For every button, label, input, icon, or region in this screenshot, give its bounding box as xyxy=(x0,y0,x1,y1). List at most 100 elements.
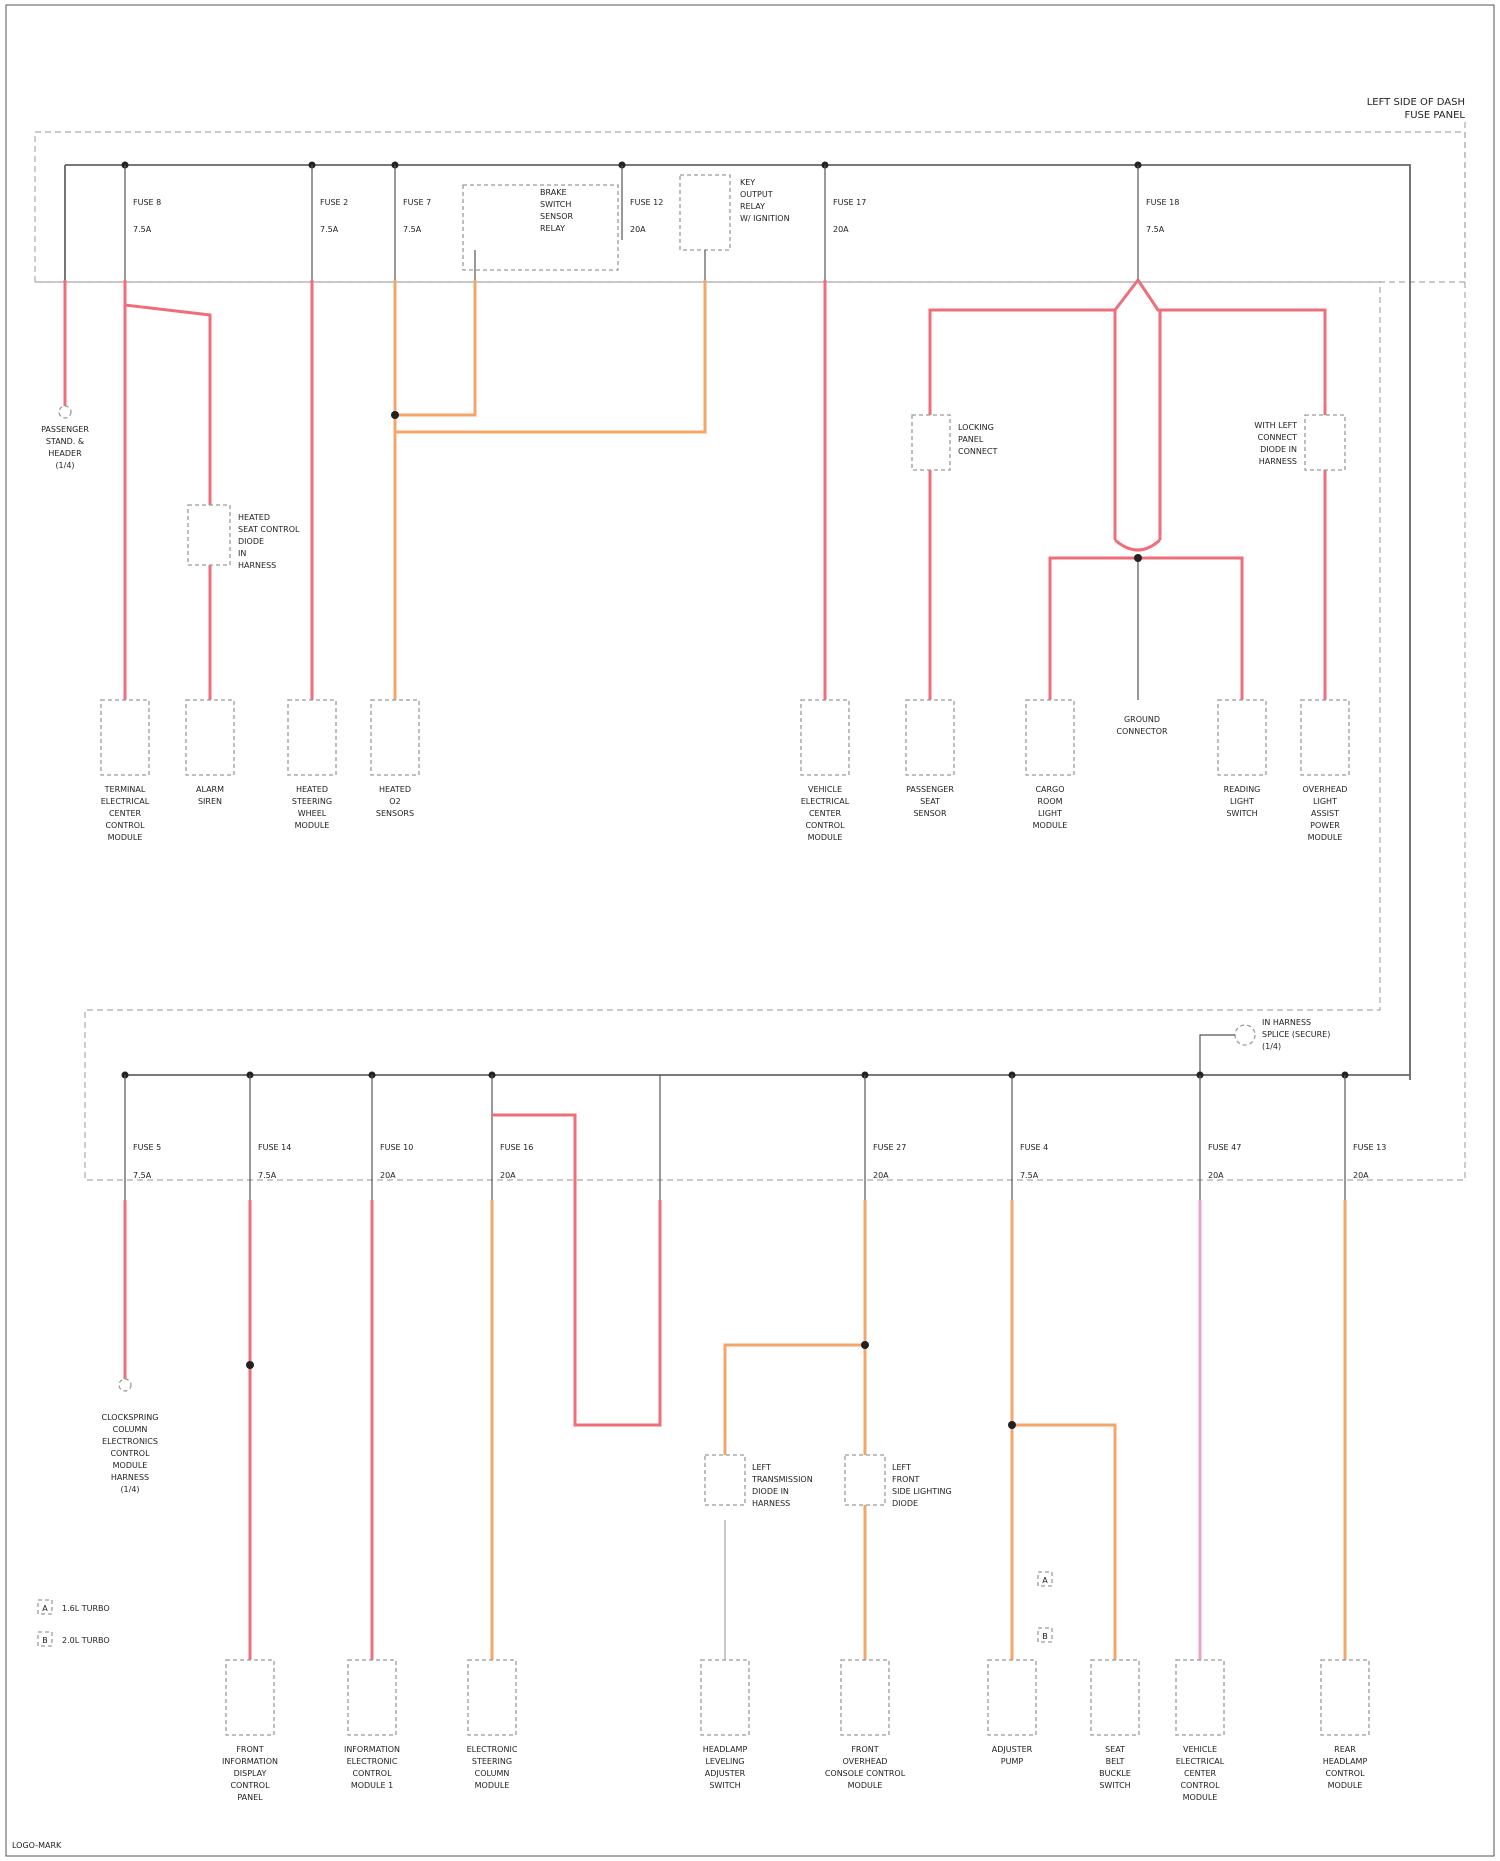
bottom-component-label-7-0: VEHICLE xyxy=(1183,1745,1217,1754)
diode-a-line2: TRANSMISSION xyxy=(751,1475,813,1484)
top-component-0: TERMINALELECTRICALCENTERCONTROLMODULE xyxy=(101,700,150,842)
bottom-component-label-1-1: ELECTRONIC xyxy=(347,1757,398,1766)
diode-b-line3: SIDE LIGHTING xyxy=(892,1487,952,1496)
top-component-label-1-1: SIREN xyxy=(198,797,222,806)
bottom-component-label-7-3: CONTROL xyxy=(1180,1781,1220,1790)
bottom-component-label-6-3: SWITCH xyxy=(1099,1781,1130,1790)
fuse-2: FUSE 2 7.5A xyxy=(309,162,349,281)
top-component-label-8-3: POWER xyxy=(1310,821,1340,830)
bottom-component-label-4-0: FRONT xyxy=(851,1745,878,1754)
bottom-component-label-4-1: OVERHEAD xyxy=(843,1757,888,1766)
bottom-component-box-8 xyxy=(1321,1660,1369,1735)
bottom-component-label-5-0: ADJUSTER xyxy=(992,1745,1033,1754)
fuse-2-name: FUSE 2 xyxy=(320,198,348,207)
marker-b: B xyxy=(1042,1632,1048,1641)
key-relay-line4: W/ IGNITION xyxy=(740,214,790,223)
bottom-fuse-3: FUSE 1620A xyxy=(489,1072,534,1201)
brake-relay-line2: SWITCH xyxy=(540,200,571,209)
bottom-component-label-0-0: FRONT xyxy=(236,1745,263,1754)
top-component-label-8-4: MODULE xyxy=(1308,833,1343,842)
legend-a-text: 1.6L TURBO xyxy=(62,1604,110,1613)
diode-b-line4: DIODE xyxy=(892,1499,918,1508)
bottom-component-label-0-2: DISPLAY xyxy=(234,1769,267,1778)
fuse-12: FUSE 12 20A xyxy=(619,162,664,241)
top-component-label-8-2: ASSIST xyxy=(1311,809,1339,818)
splice-line1: IN HARNESS xyxy=(1262,1018,1311,1027)
diode-line5: HARNESS xyxy=(238,561,276,570)
bottom-component-label-6-1: BELT xyxy=(1106,1757,1125,1766)
fuse-12-name: FUSE 12 xyxy=(630,198,663,207)
bottom-component-label-7-2: CENTER xyxy=(1184,1769,1217,1778)
bottom-fuse-rating-5: 7.5A xyxy=(1020,1171,1039,1180)
top-fuse-panel: LEFT SIDE OF DASH FUSE PANEL xyxy=(35,97,1465,1180)
bottom-component-box-4 xyxy=(841,1660,889,1735)
wire-cargo-reading xyxy=(1050,558,1242,700)
bottom-fuse-1: FUSE 147.5A xyxy=(247,1072,292,1201)
bottom-component-box-5 xyxy=(988,1660,1036,1735)
bottom-fuse-rating-1: 7.5A xyxy=(258,1171,277,1180)
clockspring-line6: HARNESS xyxy=(111,1473,149,1482)
wire-fuse18-overhead xyxy=(1138,280,1325,700)
top-component-box-1 xyxy=(186,700,234,775)
top-component-label-3-2: SENSORS xyxy=(376,809,414,818)
brake-switch-relay: BRAKE SWITCH SENSOR RELAY xyxy=(463,185,618,280)
bottom-component-label-8-0: REAR xyxy=(1334,1745,1356,1754)
clockspring-line2: COLUMN xyxy=(113,1425,148,1434)
bottom-component-label-1-0: INFORMATION xyxy=(344,1745,400,1754)
legend-a-symbol: A xyxy=(42,1604,48,1613)
bottom-fuse-rating-2: 20A xyxy=(380,1171,396,1180)
left-connect-diode xyxy=(1305,415,1345,470)
bottom-fuse-name-7: FUSE 13 xyxy=(1353,1143,1386,1152)
top-component-label-4-2: CENTER xyxy=(809,809,842,818)
bottom-component-label-0-1: INFORMATION xyxy=(222,1757,278,1766)
legend: A 1.6L TURBO B 2.0L TURBO xyxy=(38,1600,110,1646)
fuse-2-rating: 7.5A xyxy=(320,225,339,234)
wire-fuse8-siren xyxy=(125,305,210,700)
bottom-component-0: FRONTINFORMATIONDISPLAYCONTROLPANEL xyxy=(222,1660,278,1802)
diode-b-line1: LEFT xyxy=(892,1463,911,1472)
top-component-label-6-0: CARGO xyxy=(1035,785,1064,794)
diode-a-line3: DIODE IN xyxy=(752,1487,789,1496)
bottom-component-label-1-2: CONTROL xyxy=(352,1769,392,1778)
top-component-label-2-2: WHEEL xyxy=(298,809,327,818)
left-ground-line4: (1/4) xyxy=(55,461,74,470)
bottom-component-3: HEADLAMPLEVELINGADJUSTERSWITCH xyxy=(701,1660,749,1790)
left-front-lighting-diode xyxy=(845,1455,885,1505)
fuse-17-rating: 20A xyxy=(833,225,849,234)
bottom-fuse-0: FUSE 57.5A xyxy=(122,1072,162,1201)
bottom-component-7: VEHICLEELECTRICALCENTERCONTROLMODULE xyxy=(1176,1660,1225,1802)
bottom-component-label-8-1: HEADLAMP xyxy=(1323,1757,1368,1766)
top-component-label-5-1: SEAT xyxy=(920,797,940,806)
top-component-box-7 xyxy=(1218,700,1266,775)
key-relay-line1: KEY xyxy=(740,178,755,187)
top-component-label-2-3: MODULE xyxy=(295,821,330,830)
wire-fuse27-diode-a xyxy=(725,1345,865,1480)
right-connector-line3: DIODE IN xyxy=(1260,445,1297,454)
top-component-8: OVERHEADLIGHTASSISTPOWERMODULE xyxy=(1301,700,1349,842)
fuse-7: FUSE 7 7.5A xyxy=(392,162,432,281)
top-splice-red xyxy=(1134,554,1142,562)
fuse-12-rating: 20A xyxy=(630,225,646,234)
bottom-fuse-rating-4: 20A xyxy=(873,1171,889,1180)
bottom-component-label-8-3: MODULE xyxy=(1328,1781,1363,1790)
fuse-panel-continuation-outline xyxy=(35,120,1465,1180)
clockspring-line1: CLOCKSPRING xyxy=(102,1413,159,1422)
bottom-fuse-name-0: FUSE 5 xyxy=(133,1143,161,1152)
top-splice-orange xyxy=(391,411,399,419)
top-component-label-7-2: SWITCH xyxy=(1226,809,1257,818)
bottom-fuse-name-6: FUSE 47 xyxy=(1208,1143,1241,1152)
bottom-component-label-8-2: CONTROL xyxy=(1325,1769,1365,1778)
bottom-component-label-0-4: PANEL xyxy=(237,1793,263,1802)
bottom-notes: CLOCKSPRING COLUMN ELECTRONICS CONTROL M… xyxy=(102,1379,1052,1642)
top-component-label-6-3: MODULE xyxy=(1033,821,1068,830)
top-component-label-7-1: LIGHT xyxy=(1230,797,1254,806)
top-component-4: VEHICLEELECTRICALCENTERCONTROLMODULE xyxy=(801,700,850,842)
diode-a-line1: LEFT xyxy=(752,1463,771,1472)
bottom-component-label-6-0: SEAT xyxy=(1105,1745,1125,1754)
bottom-component-label-3-0: HEADLAMP xyxy=(703,1745,748,1754)
top-component-box-3 xyxy=(371,700,419,775)
left-ground-line3: HEADER xyxy=(48,449,82,458)
